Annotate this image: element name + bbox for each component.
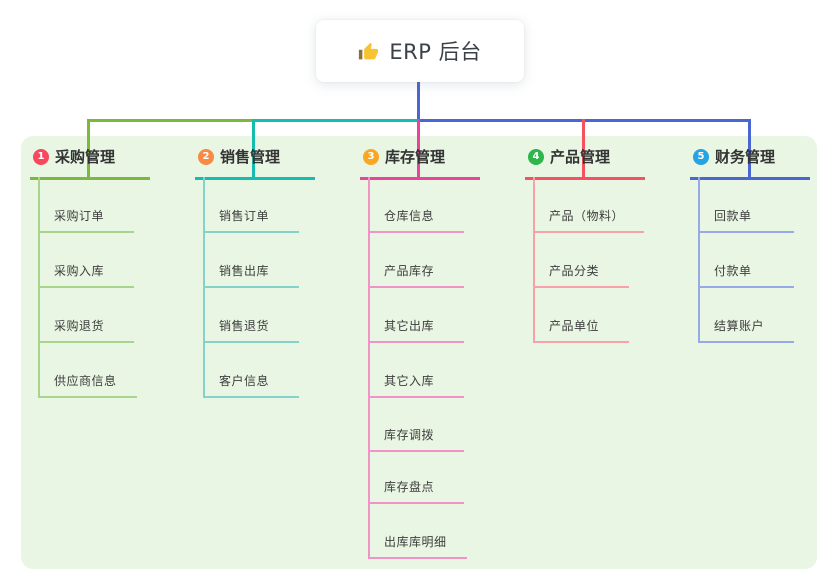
child-topic: 销售订单 bbox=[203, 205, 299, 233]
branch-number-badge: 5 bbox=[693, 149, 709, 165]
branch-number-badge: 2 bbox=[198, 149, 214, 165]
child-topic-label[interactable]: 采购订单 bbox=[38, 207, 134, 233]
branch-title[interactable]: 采购管理 bbox=[55, 148, 116, 166]
child-topic: 客户信息 bbox=[203, 370, 299, 398]
child-topic-label[interactable]: 回款单 bbox=[698, 207, 794, 233]
branch-title[interactable]: 产品管理 bbox=[550, 148, 611, 166]
child-topic-label[interactable]: 销售订单 bbox=[203, 207, 299, 233]
child-topic: 回款单 bbox=[698, 205, 794, 233]
branch-drop-purchase bbox=[87, 119, 90, 177]
branch-number-badge: 3 bbox=[363, 149, 379, 165]
child-topic: 产品（物料） bbox=[533, 205, 645, 233]
branch-underline bbox=[195, 177, 315, 180]
child-topic: 其它出库 bbox=[368, 315, 464, 343]
branch-drop-finance bbox=[748, 119, 751, 177]
branch-children-line bbox=[368, 177, 370, 559]
branch-underline bbox=[690, 177, 810, 180]
child-topic-label[interactable]: 付款单 bbox=[698, 262, 794, 288]
child-topic-label[interactable]: 销售退货 bbox=[203, 317, 299, 343]
child-topic: 供应商信息 bbox=[38, 370, 137, 398]
bus-segment-green bbox=[87, 119, 253, 122]
child-topic: 采购退货 bbox=[38, 315, 134, 343]
child-topic-label[interactable]: 采购入库 bbox=[38, 262, 134, 288]
child-topic-label[interactable]: 产品（物料） bbox=[533, 207, 645, 233]
root-node-label: ERP 后台 bbox=[389, 40, 482, 64]
branch-children-line bbox=[698, 177, 700, 343]
branch-number-badge: 4 bbox=[528, 149, 544, 165]
root-node[interactable]: ERP 后台 bbox=[316, 20, 524, 82]
branch-title[interactable]: 销售管理 bbox=[220, 148, 281, 166]
child-topic: 付款单 bbox=[698, 260, 794, 288]
child-topic-label[interactable]: 出库库明细 bbox=[368, 533, 467, 559]
child-topic: 库存盘点 bbox=[368, 476, 464, 504]
child-topic: 其它入库 bbox=[368, 370, 464, 398]
child-topic: 采购订单 bbox=[38, 205, 134, 233]
child-topic-label[interactable]: 库存调拨 bbox=[368, 426, 464, 452]
child-topic: 出库库明细 bbox=[368, 531, 467, 559]
child-topic: 结算账户 bbox=[698, 315, 794, 343]
branch-title[interactable]: 财务管理 bbox=[715, 148, 776, 166]
branch-drop-sales bbox=[252, 119, 255, 177]
child-topic-label[interactable]: 客户信息 bbox=[203, 372, 299, 398]
bus-segment-teal bbox=[252, 119, 420, 122]
branch-underline bbox=[525, 177, 645, 180]
child-topic-label[interactable]: 产品分类 bbox=[533, 262, 629, 288]
branches-panel bbox=[21, 136, 817, 569]
branch-drop-inventory bbox=[417, 119, 420, 177]
child-topic: 产品单位 bbox=[533, 315, 629, 343]
child-topic: 产品库存 bbox=[368, 260, 464, 288]
branch-number-badge: 1 bbox=[33, 149, 49, 165]
child-topic-label[interactable]: 库存盘点 bbox=[368, 478, 464, 504]
child-topic-label[interactable]: 其它出库 bbox=[368, 317, 464, 343]
child-topic-label[interactable]: 产品库存 bbox=[368, 262, 464, 288]
child-topic: 销售退货 bbox=[203, 315, 299, 343]
branch-children-line bbox=[533, 177, 535, 343]
child-topic: 产品分类 bbox=[533, 260, 629, 288]
branch-underline bbox=[30, 177, 150, 180]
child-topic-label[interactable]: 仓库信息 bbox=[368, 207, 464, 233]
child-topic: 销售出库 bbox=[203, 260, 299, 288]
branch-underline bbox=[360, 177, 480, 180]
child-topic: 采购入库 bbox=[38, 260, 134, 288]
branch-title[interactable]: 库存管理 bbox=[385, 148, 446, 166]
child-topic-label[interactable]: 供应商信息 bbox=[38, 372, 137, 398]
child-topic-label[interactable]: 结算账户 bbox=[698, 317, 794, 343]
child-topic: 库存调拨 bbox=[368, 424, 464, 452]
child-topic: 仓库信息 bbox=[368, 205, 464, 233]
branch-drop-product bbox=[582, 119, 585, 177]
child-topic-label[interactable]: 其它入库 bbox=[368, 372, 464, 398]
child-topic-label[interactable]: 采购退货 bbox=[38, 317, 134, 343]
root-stem-line bbox=[417, 82, 420, 119]
thumbs-up-icon bbox=[358, 41, 379, 62]
child-topic-label[interactable]: 销售出库 bbox=[203, 262, 299, 288]
child-topic-label[interactable]: 产品单位 bbox=[533, 317, 629, 343]
